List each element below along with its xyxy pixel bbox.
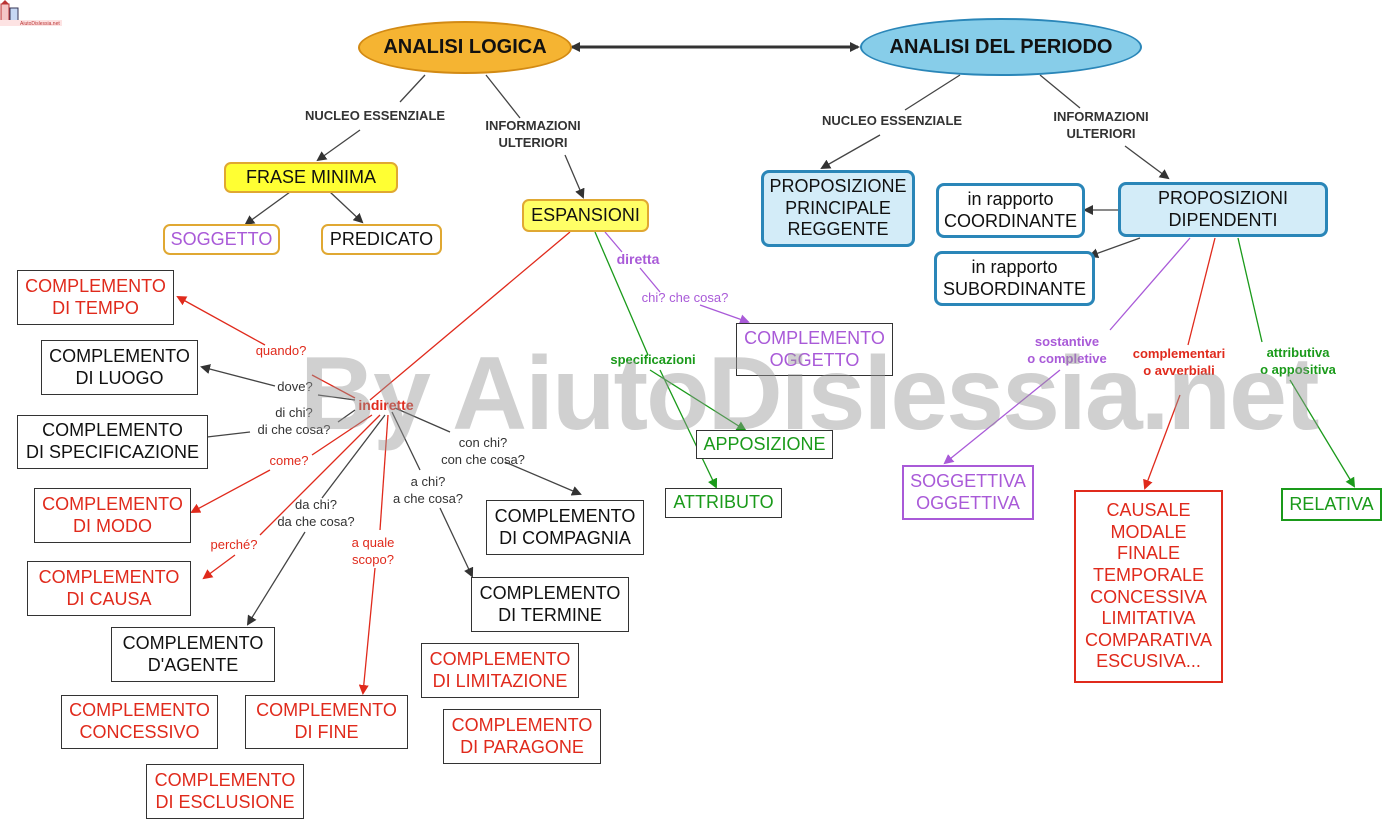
question-a-quale-scopo: a quale scopo? — [351, 535, 395, 567]
complemento-limitazione-node: COMPLEMENTO DI LIMITAZIONE — [421, 643, 579, 698]
rapporto-coordinante-node: in rapporto COORDINANTE — [936, 183, 1085, 238]
complemento-fine-node: COMPLEMENTO DI FINE — [245, 695, 408, 749]
soggettiva-oggettiva-node: SOGGETTIVA OGGETTIVA — [902, 465, 1034, 520]
question-con-chi: con chi? con che cosa? — [441, 435, 525, 467]
complemento-luogo-node: COMPLEMENTO DI LUOGO — [41, 340, 198, 395]
frase-minima-node: FRASE MINIMA — [224, 162, 398, 193]
svg-text:AiutoDislessia.net: AiutoDislessia.net — [20, 21, 60, 27]
complemento-concessivo-node: COMPLEMENTO CONCESSIVO — [61, 695, 218, 749]
watermark: By AiutoDislessia.net — [300, 336, 1320, 452]
complemento-modo-node: COMPLEMENTO DI MODO — [34, 488, 191, 543]
question-a-chi: a chi? a che cosa? — [392, 474, 464, 506]
proposizioni-dipendenti-node: PROPOSIZIONI DIPENDENTI — [1118, 182, 1328, 237]
complementari-label: complementari o avverbiali — [1132, 346, 1226, 378]
question-quando: quando? — [255, 343, 307, 358]
attributiva-label: attributiva o appositiva — [1260, 345, 1336, 377]
complemento-paragone-node: COMPLEMENTO DI PARAGONE — [443, 709, 601, 764]
complemento-specificazione-node: COMPLEMENTO DI SPECIFICAZIONE — [17, 415, 208, 469]
complemento-termine-node: COMPLEMENTO DI TERMINE — [471, 577, 629, 632]
complemento-agente-node: COMPLEMENTO D'AGENTE — [111, 627, 275, 682]
chi-che-cosa-label: chi? che cosa? — [641, 290, 729, 305]
complemento-oggetto-node: COMPLEMENTO OGGETTO — [736, 323, 893, 376]
relativa-node: RELATIVA — [1281, 488, 1382, 521]
question-come: come? — [269, 453, 309, 468]
question-dove: dove? — [277, 379, 313, 394]
attributo-node: ATTRIBUTO — [665, 488, 782, 518]
site-logo: AiutoDislessia.net — [0, 0, 62, 28]
complemento-compagnia-node: COMPLEMENTO DI COMPAGNIA — [486, 500, 644, 555]
question-di-chi: di chi? di che cosa? — [257, 405, 331, 437]
nucleo-essenziale-label-right: NUCLEO ESSENZIALE — [821, 113, 963, 128]
indirette-label: indirette — [358, 397, 414, 413]
proposizione-principale-node: PROPOSIZIONE PRINCIPALE REGGENTE — [761, 170, 915, 247]
proposizioni-avverbiali-list: CAUSALE MODALE FINALE TEMPORALE CONCESSI… — [1074, 490, 1223, 683]
informazioni-ulteriori-label-right: INFORMAZIONI ULTERIORI — [1053, 109, 1149, 141]
nucleo-essenziale-label-left: NUCLEO ESSENZIALE — [304, 108, 446, 123]
apposizione-node: APPOSIZIONE — [696, 430, 833, 459]
informazioni-ulteriori-label-left: INFORMAZIONI ULTERIORI — [485, 118, 581, 150]
analisi-logica-node: ANALISI LOGICA — [358, 21, 572, 74]
complemento-esclusione-node: COMPLEMENTO DI ESCLUSIONE — [146, 764, 304, 819]
soggetto-node: SOGGETTO — [163, 224, 280, 255]
specificazioni-label: specificazioni — [610, 352, 696, 367]
rapporto-subordinante-node: in rapporto SUBORDINANTE — [934, 251, 1095, 306]
predicato-node: PREDICATO — [321, 224, 442, 255]
complemento-tempo-node: COMPLEMENTO DI TEMPO — [17, 270, 174, 325]
question-da-chi: da chi? da che cosa? — [277, 497, 355, 529]
analisi-periodo-node: ANALISI DEL PERIODO — [860, 18, 1142, 76]
diretta-label: diretta — [616, 251, 660, 267]
sostantive-label: sostantive o completive — [1027, 334, 1107, 366]
question-perche: perché? — [210, 537, 258, 552]
espansioni-node: ESPANSIONI — [522, 199, 649, 232]
complemento-causa-node: COMPLEMENTO DI CAUSA — [27, 561, 191, 616]
